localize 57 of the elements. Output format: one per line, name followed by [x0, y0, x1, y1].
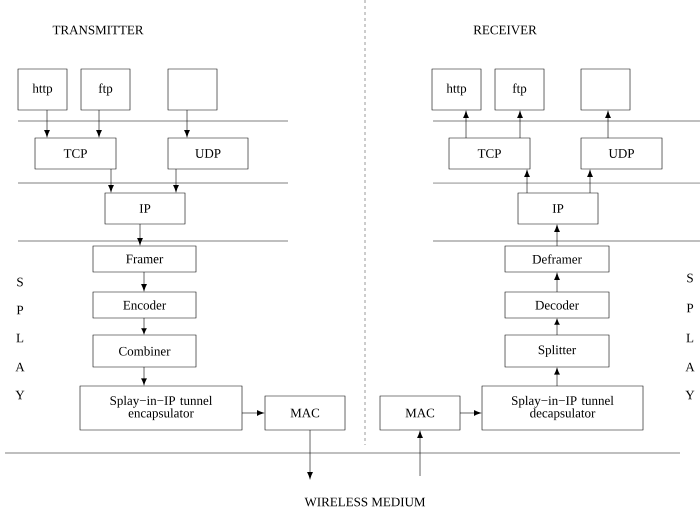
process-box: Splay−in−IP tunnel encapsulator: [80, 386, 242, 430]
process-box: Splay−in−IP tunnel decapsulator: [482, 386, 644, 430]
arrow: [141, 366, 147, 386]
process-box: IP: [104, 192, 186, 224]
medium-label: WIRELESS MEDIUM: [304, 498, 426, 506]
vertical-letter: A: [15, 362, 25, 372]
process-box: MAC: [380, 396, 460, 430]
arrow: [184, 110, 190, 138]
arrow: [605, 110, 611, 138]
arrow: [517, 110, 523, 138]
arrow: [44, 110, 50, 138]
arrow: [524, 170, 530, 194]
arrow: [242, 410, 264, 416]
vertical-letter: L: [686, 334, 694, 342]
arrow: [417, 430, 423, 476]
process-box: IP: [518, 192, 598, 224]
arrow: [463, 110, 469, 138]
process-box: Deframer: [504, 246, 610, 272]
process-box: ftp: [80, 68, 130, 110]
process-box: http: [432, 68, 482, 110]
vertical-letter: S: [17, 278, 23, 286]
arrow: [137, 224, 143, 246]
process-box: MAC: [264, 396, 346, 430]
arrow: [96, 110, 102, 138]
arrow: [587, 170, 593, 194]
vertical-letter: Y: [15, 390, 24, 400]
arrow: [460, 410, 482, 416]
process-box: Combiner: [92, 334, 196, 368]
vertical-letter: S: [687, 274, 693, 282]
process-box: UDP: [168, 138, 248, 170]
process-box: TCP: [34, 138, 116, 170]
vertical-letter: P: [16, 306, 24, 314]
process-box: TCP: [448, 138, 530, 170]
process-box: Decoder: [504, 292, 610, 318]
section-title: TRANSMITTER: [52, 26, 144, 34]
arrow: [554, 318, 560, 336]
arrow: [554, 368, 560, 386]
empty-box: [580, 68, 630, 110]
process-box: Splitter: [504, 334, 610, 368]
arrow: [141, 272, 147, 292]
arrow: [554, 224, 560, 246]
empty-box: [168, 68, 218, 110]
vertical-letter: P: [686, 304, 694, 312]
arrow: [173, 168, 179, 192]
arrow: [554, 272, 560, 292]
arrow: [307, 430, 313, 480]
vertical-letter: L: [16, 334, 24, 342]
arrow: [141, 318, 147, 334]
process-box: http: [18, 68, 68, 110]
process-box: UDP: [580, 138, 662, 170]
vertical-letter: Y: [685, 390, 694, 400]
process-box: ftp: [494, 68, 544, 110]
vertical-letter: A: [685, 362, 695, 372]
process-box: Encoder: [92, 292, 196, 318]
arrow: [108, 168, 114, 192]
section-title: RECEIVER: [474, 26, 537, 34]
process-box: Framer: [92, 246, 196, 272]
